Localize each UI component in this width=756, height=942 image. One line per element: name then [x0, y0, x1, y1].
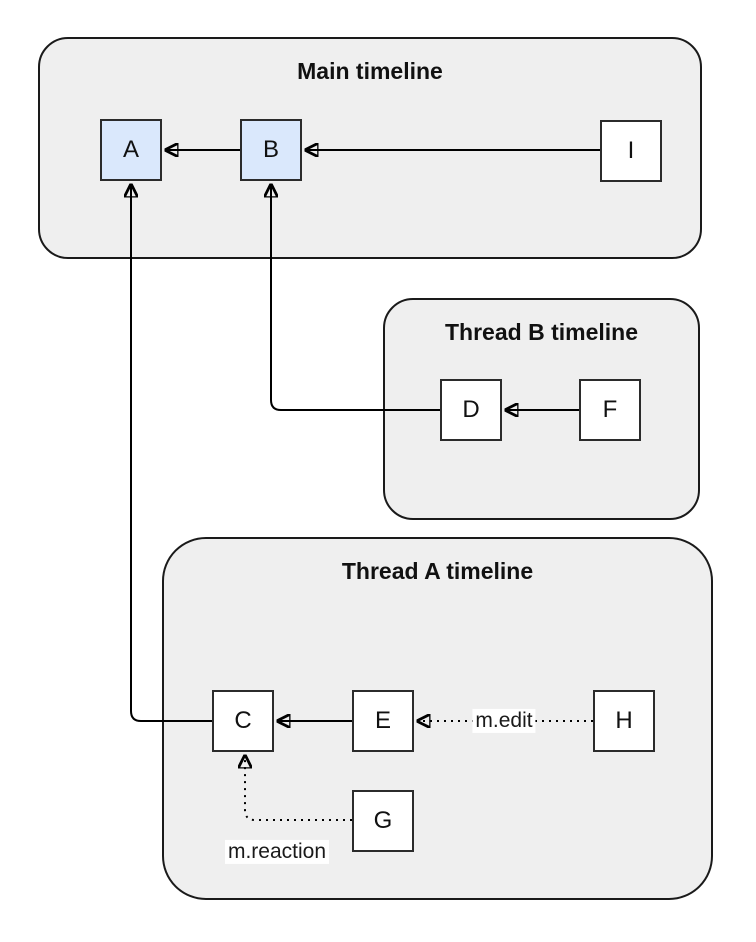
node-B-label: B — [262, 136, 279, 163]
container-thread-a-timeline-title: Thread A timeline — [341, 558, 534, 584]
edge-label-m-edit: m.edit — [472, 708, 536, 734]
node-H-label: H — [615, 707, 633, 734]
edge-label-m-reaction: m.reaction — [224, 839, 330, 865]
node-F: F — [579, 379, 641, 441]
node-C-label: C — [234, 707, 252, 734]
node-C: C — [212, 690, 274, 752]
node-D: D — [440, 379, 502, 441]
node-G-label: G — [373, 807, 393, 834]
node-D-label: D — [462, 396, 480, 423]
node-A-label: A — [122, 136, 139, 163]
node-F-label: F — [602, 396, 618, 423]
container-main-timeline-title: Main timeline — [297, 58, 443, 84]
node-B: B — [240, 119, 302, 181]
node-E-label: E — [374, 707, 391, 734]
node-I-label: I — [627, 137, 635, 164]
node-E: E — [352, 690, 414, 752]
node-A: A — [100, 119, 162, 181]
node-H: H — [593, 690, 655, 752]
node-G: G — [352, 790, 414, 852]
container-thread-b-timeline: Thread B timeline — [383, 298, 700, 520]
node-I: I — [600, 120, 662, 182]
container-thread-b-timeline-title: Thread B timeline — [445, 319, 638, 345]
